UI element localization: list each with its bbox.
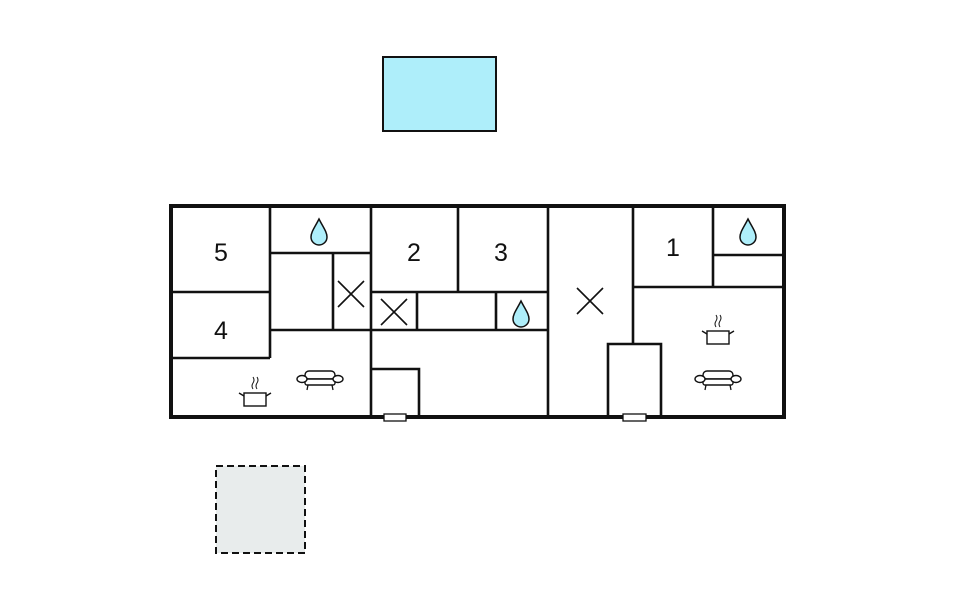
room-label-4: 4 — [214, 317, 228, 345]
room-label-5: 5 — [214, 239, 228, 267]
sofa-icon — [296, 370, 344, 391]
sofa-icon — [694, 370, 742, 391]
cooking-pot-icon — [701, 314, 735, 345]
cooking-pot-icon — [238, 376, 272, 407]
pool — [382, 56, 497, 132]
room-label-3: 3 — [494, 239, 508, 267]
door-icon — [622, 413, 647, 422]
cross-icon — [337, 280, 365, 308]
cross-icon — [380, 298, 408, 326]
room-label-1: 1 — [666, 234, 680, 262]
water-drop-icon — [310, 218, 328, 246]
door-icon — [383, 413, 407, 422]
room-label-2: 2 — [407, 239, 421, 267]
water-drop-icon — [739, 218, 757, 246]
walls — [169, 204, 786, 419]
water-drop-icon — [512, 300, 530, 328]
cross-icon — [576, 287, 604, 315]
terrace — [215, 465, 306, 554]
